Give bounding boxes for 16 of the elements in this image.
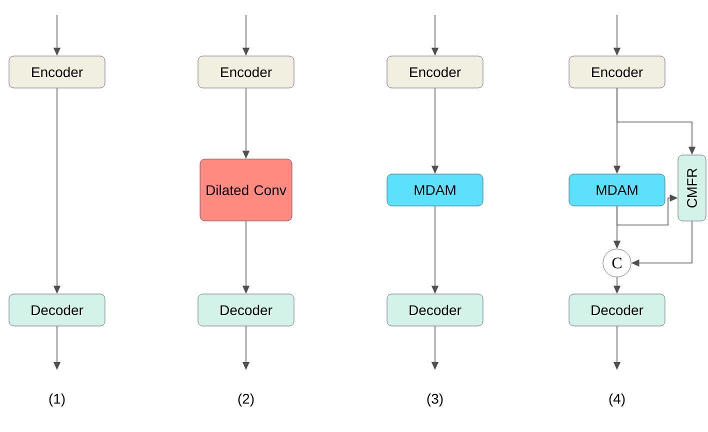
- panel-label: (1): [49, 393, 65, 407]
- cmfr-box: CMFR: [678, 154, 706, 222]
- panel-label: (4): [609, 393, 625, 407]
- encoder-box: Encoder: [568, 56, 666, 88]
- encoder-box: Encoder: [386, 56, 484, 88]
- decoder-box: Decoder: [198, 294, 294, 326]
- decoder-box: Decoder: [8, 294, 106, 326]
- dilated-conv-box: Dilated Conv: [200, 158, 292, 222]
- decoder-box: Decoder: [386, 294, 484, 326]
- panel-label: (3): [427, 393, 443, 407]
- mdam-box: MDAM: [386, 174, 484, 206]
- encoder-box: Encoder: [198, 56, 294, 88]
- panel-label: (2): [238, 393, 254, 407]
- decoder-box: Decoder: [568, 294, 666, 326]
- mdam-box: MDAM: [568, 174, 666, 206]
- encoder-box: Encoder: [8, 56, 106, 88]
